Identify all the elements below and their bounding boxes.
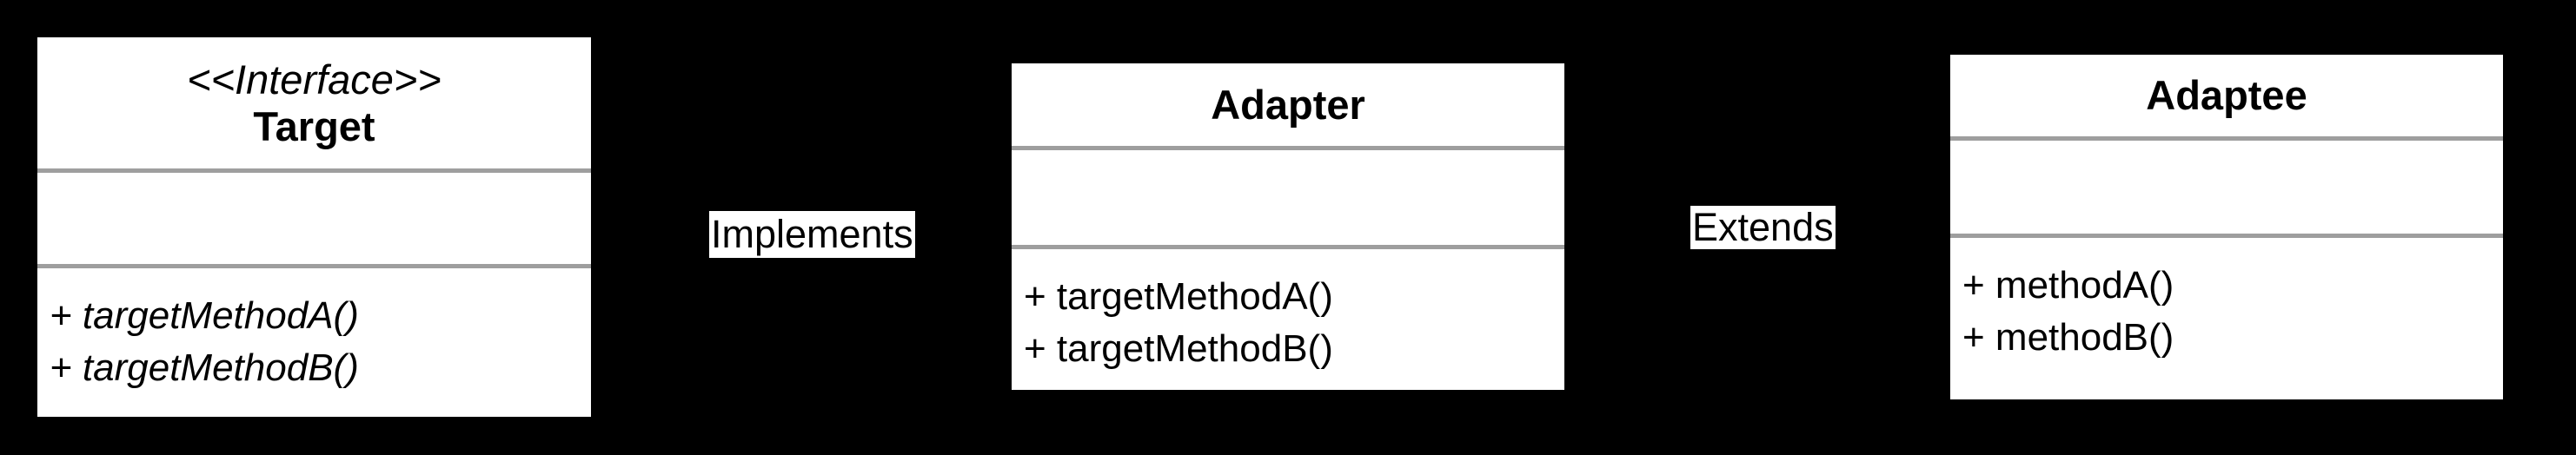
- adapter-title-section: Adapter: [1012, 63, 1564, 146]
- target-method-b: + targetMethodB(): [50, 346, 359, 389]
- adaptee-method-a: + methodA(): [1962, 264, 2174, 307]
- adapter-method-a: + targetMethodA(): [1024, 275, 1333, 318]
- class-box-adapter: Adapter + targetMethodA() + targetMethod…: [1012, 63, 1564, 390]
- adapter-method-b: + targetMethodB(): [1024, 327, 1333, 370]
- adaptee-class-name: Adaptee: [2146, 72, 2307, 118]
- adaptee-title-section: Adaptee: [1950, 55, 2503, 136]
- adaptee-method-b: + methodB(): [1962, 316, 2174, 359]
- relation-label-extends: Extends: [1690, 205, 1836, 249]
- adaptee-attributes-section: [1950, 136, 2503, 238]
- target-stereotype-label: <<Interface>>: [187, 56, 442, 102]
- adapter-attributes-section: [1012, 146, 1564, 249]
- target-attributes-section: [37, 168, 591, 268]
- target-class-name: Target: [253, 102, 375, 149]
- class-box-adaptee: Adaptee + methodA() + methodB(): [1950, 55, 2503, 399]
- target-methods-section: + targetMethodA() + targetMethodB(): [37, 268, 591, 417]
- adapter-methods-section: + targetMethodA() + targetMethodB(): [1012, 249, 1564, 390]
- adaptee-methods-section: + methodA() + methodB(): [1950, 238, 2503, 399]
- relation-label-implements: Implements: [709, 211, 915, 258]
- target-title-section: <<Interface>> Target: [37, 37, 591, 168]
- class-box-target: <<Interface>> Target + targetMethodA() +…: [37, 37, 591, 417]
- target-method-a: + targetMethodA(): [50, 294, 359, 337]
- adapter-class-name: Adapter: [1211, 81, 1365, 128]
